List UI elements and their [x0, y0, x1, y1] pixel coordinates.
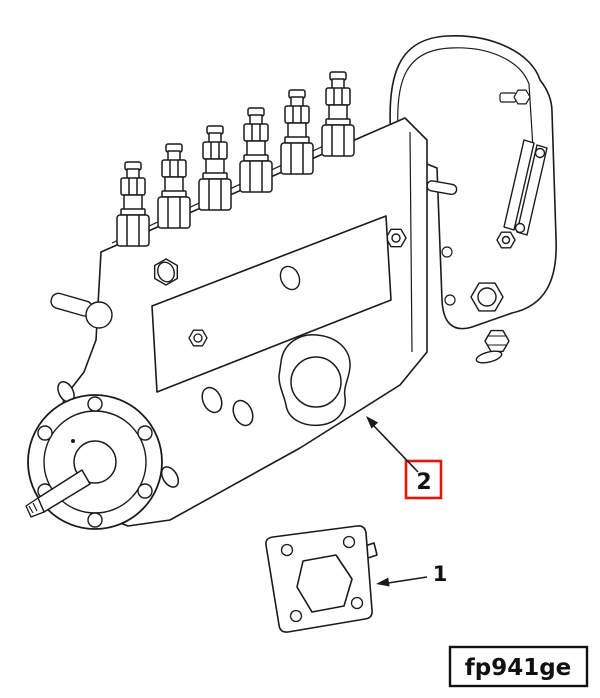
- injector-fitting-6: [321, 71, 355, 157]
- callout-2-arrowhead: [366, 416, 379, 429]
- figure-code-label: fp941ge: [465, 655, 572, 681]
- injector-fitting-4: [239, 107, 273, 193]
- callout-1[interactable]: 1: [376, 562, 447, 587]
- callout-2-label[interactable]: 2: [416, 470, 431, 495]
- injector-fitting-5: [280, 89, 314, 175]
- injector-fitting-3: [198, 125, 232, 211]
- callout-1-label[interactable]: 1: [433, 562, 448, 586]
- callout-2-highlight-box[interactable]: [404, 459, 443, 500]
- injector-fitting-2: [157, 143, 191, 229]
- deck-hardware: [153, 228, 407, 286]
- gasket-plate: [265, 525, 378, 633]
- callout-1-leader-line: [387, 576, 428, 584]
- side-fittings: [470, 282, 510, 364]
- figure-code-box: fp941ge: [448, 645, 589, 688]
- drive-flange: [25, 394, 163, 530]
- callout-2-leader-line: [373, 425, 419, 473]
- injector-fitting-1: [116, 161, 150, 247]
- left-stub: [50, 292, 113, 329]
- inspection-plate: [151, 215, 392, 393]
- face-openings: [57, 334, 351, 488]
- control-lever: [496, 139, 548, 249]
- callout-2[interactable]: 2: [366, 416, 443, 500]
- figure-code-border: [448, 645, 589, 688]
- callout-1-arrowhead: [376, 577, 390, 587]
- governor-housing: [389, 35, 557, 330]
